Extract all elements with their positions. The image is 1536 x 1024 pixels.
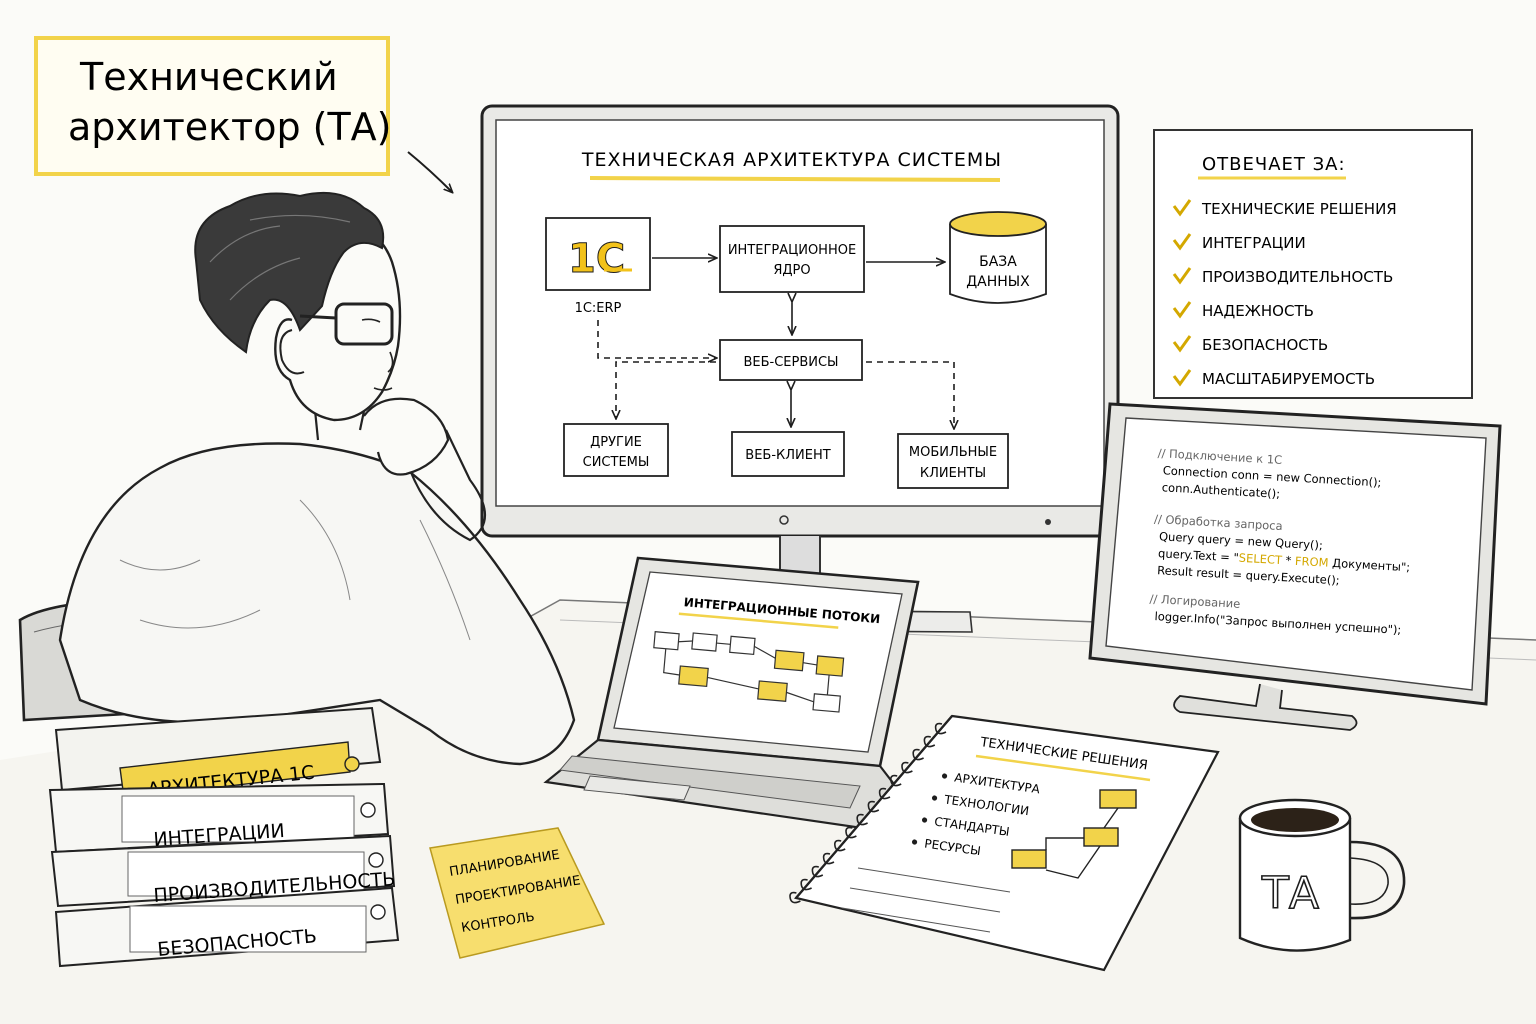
code-line-4: query.Text = "SELECT * FROM Документы";	[1158, 546, 1411, 574]
logo-1c: 1С	[568, 236, 625, 282]
db-line-2: ДАННЫХ	[966, 274, 1030, 290]
node-1c-erp: 1С 1С:ERP	[545, 217, 651, 316]
responsibility-label: МАСШТАБИРУЕМОСТЬ	[1202, 370, 1375, 388]
responsibility-item: ИНТЕГРАЦИИ	[1172, 233, 1306, 252]
responsibility-item: НАДЕЖНОСТЬ	[1172, 301, 1314, 320]
responsibility-item: ТЕХНИЧЕСКИЕ РЕШЕНИЯ	[1172, 199, 1397, 218]
diagram-connectors	[597, 258, 954, 428]
check-icon	[1172, 199, 1192, 217]
core-line-1: ИНТЕГРАЦИОННОЕ	[728, 243, 856, 258]
check-icon	[1172, 301, 1192, 319]
other-systems-line-2: СИСТЕМЫ	[583, 455, 650, 470]
title-line-2: архитектор (ТА)	[68, 105, 392, 149]
responsibility-item: ПРОИЗВОДИТЕЛЬНОСТЬ	[1172, 267, 1393, 286]
responsibility-item: БЕЗОПАСНОСТЬ	[1172, 335, 1328, 354]
main-monitor-title: ТЕХНИЧЕСКАЯ АРХИТЕКТУРА СИСТЕМЫ	[581, 149, 1002, 171]
check-icon	[1172, 335, 1192, 353]
responsibilities-list: ТЕХНИЧЕСКИЕ РЕШЕНИЯ ИНТЕГРАЦИИ ПРОИЗВОДИТЕ…	[1172, 199, 1397, 388]
main-monitor: ТЕХНИЧЕСКАЯ АРХИТЕКТУРА СИСТЕМЫ 1С 1С:ER…	[480, 104, 1120, 633]
node-mobile-clients: МОБИЛЬНЫЕ КЛИЕНТЫ	[897, 433, 1009, 489]
label-1c-erp: 1С:ERP	[575, 301, 622, 316]
title-arrow	[407, 151, 452, 192]
bullet-icon	[911, 839, 918, 845]
responsibility-label: ИНТЕГРАЦИИ	[1202, 234, 1306, 252]
responsibility-label: НАДЕЖНОСТЬ	[1202, 302, 1314, 320]
responsibility-label: ПРОИЗВОДИТЕЛЬНОСТЬ	[1202, 268, 1393, 286]
title-underline	[589, 176, 1001, 182]
mobile-clients-line-1: МОБИЛЬНЫЕ	[909, 445, 997, 460]
node-other-systems: ДРУГИЕ СИСТЕМЫ	[563, 423, 669, 477]
code-comment-3: // Логирование	[1149, 592, 1240, 611]
check-icon	[1172, 369, 1192, 387]
laptop: ИНТЕГРАЦИОННЫЕ ПОТОКИ	[543, 556, 920, 830]
sticky-note: ПЛАНИРОВАНИЕ ПРОЕКТИРОВАНИЕ КОНТРОЛЬ	[429, 827, 606, 959]
book-integrations: ИНТЕГРАЦИИ	[48, 782, 390, 854]
core-line-2: ЯДРО	[773, 263, 810, 278]
responsibilities-title: ОТВЕЧАЕТ ЗА:	[1202, 154, 1346, 175]
code-comment-1: // Подключение к 1С	[1157, 446, 1282, 467]
laptop-flow-diagram	[653, 631, 845, 713]
responsibility-label: ТЕХНИЧЕСКИЕ РЕШЕНИЯ	[1201, 200, 1397, 218]
code-line-2: conn.Authenticate();	[1161, 480, 1280, 501]
bullet-icon	[921, 817, 928, 823]
title-line-1: Технический	[79, 55, 338, 99]
bullet-icon	[931, 795, 938, 801]
node-web-client: ВЕБ-КЛИЕНТ	[731, 431, 845, 477]
responsibility-label: БЕЗОПАСНОСТЬ	[1202, 336, 1328, 354]
web-client-label: ВЕБ-КЛИЕНТ	[745, 448, 830, 463]
node-database: БАЗА ДАННЫХ	[949, 211, 1047, 304]
code-monitor: // Подключение к 1С Connection conn = ne…	[1088, 402, 1502, 731]
check-icon	[1172, 267, 1192, 285]
bullet-icon	[941, 773, 948, 779]
mobile-clients-line-2: КЛИЕНТЫ	[920, 466, 986, 481]
other-systems-line-1: ДРУГИЕ	[590, 435, 642, 450]
title-note: Технический архитектор (ТА)	[34, 36, 452, 192]
person-architect	[18, 191, 576, 766]
book-performance: ПРОИЗВОДИТЕЛЬНОСТЬ	[50, 834, 396, 908]
check-icon	[1172, 233, 1192, 251]
notebook-flow-diagram	[1011, 789, 1137, 879]
responsibilities-board: ОТВЕЧАЕТ ЗА: ТЕХНИЧЕСКИЕ РЕШЕНИЯ ИНТЕГРАЦ…	[1153, 129, 1473, 399]
book-stack: АРХИТЕКТУРА 1С ИНТЕГРАЦИИ ПРОИЗВОДИТЕЛЬН…	[48, 706, 400, 968]
spiral-notebook: ТЕХНИЧЕСКИЕ РЕШЕНИЯ АРХИТЕКТУРАТЕХНОЛОГИ…	[789, 714, 1220, 972]
coffee-mug: ТА	[1238, 798, 1406, 952]
db-line-1: БАЗА	[979, 254, 1017, 270]
node-web-services: ВЕБ-СЕРВИСЫ	[719, 339, 863, 381]
responsibility-item: МАСШТАБИРУЕМОСТЬ	[1172, 369, 1375, 388]
notebook-spiral	[789, 722, 947, 904]
node-integration-core: ИНТЕГРАЦИОННОЕ ЯДРО	[719, 225, 865, 293]
web-services-label: ВЕБ-СЕРВИСЫ	[743, 355, 838, 370]
mug-label: ТА	[1261, 868, 1319, 919]
